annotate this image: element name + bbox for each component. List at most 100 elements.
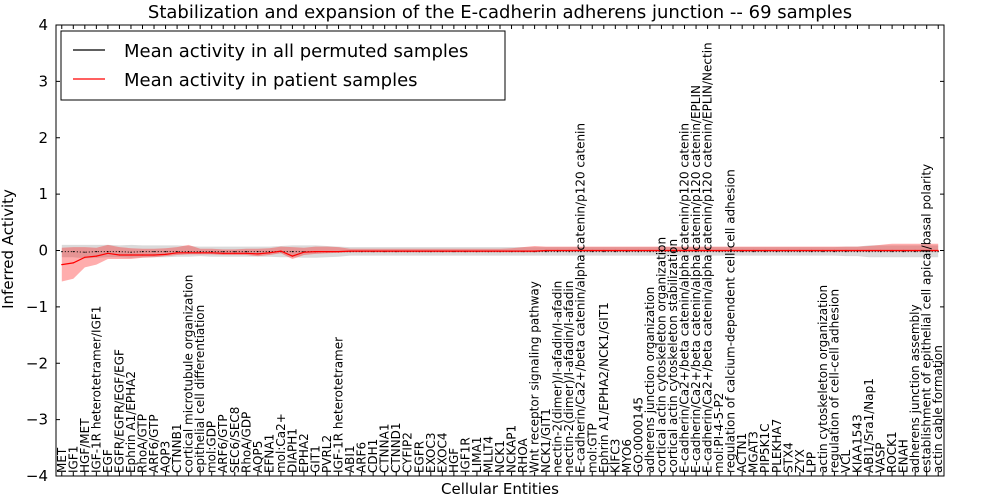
point-series-1 — [522, 250, 524, 252]
point-series-1 — [626, 249, 628, 252]
point-series-1 — [268, 252, 270, 254]
point-series-0 — [95, 251, 97, 253]
y-tick-label: 3 — [38, 72, 48, 90]
point-series-1 — [822, 249, 824, 252]
point-series-0 — [660, 251, 663, 253]
point-series-0 — [153, 251, 155, 253]
x-tick-label: E-cadherin/Ca2+/beta catenin/alpha caten… — [689, 85, 703, 473]
point-series-1 — [833, 249, 836, 252]
point-series-0 — [868, 251, 870, 253]
point-series-0 — [891, 251, 893, 253]
point-series-0 — [637, 251, 640, 253]
point-series-0 — [753, 251, 755, 253]
x-tick-label: E-cadherin/Ca2+/beta catenin/alpha caten… — [574, 123, 588, 473]
point-series-0 — [810, 251, 813, 253]
x-tick-label: LIMA1 — [470, 437, 484, 473]
point-series-1 — [130, 254, 132, 256]
point-series-1 — [880, 249, 882, 252]
point-series-0 — [695, 251, 697, 253]
series-lines — [61, 249, 939, 266]
x-tick-label: cortical actin cytoskeleton stabilizatio… — [666, 239, 680, 473]
point-series-1 — [280, 250, 282, 252]
point-series-1 — [153, 254, 155, 256]
point-series-0 — [176, 251, 178, 253]
x-tick-label: ABI1 — [343, 445, 357, 473]
point-series-1 — [395, 250, 397, 252]
point-series-0 — [211, 251, 213, 253]
point-series-1 — [176, 252, 178, 254]
x-tick-label: ARF6 — [355, 442, 369, 473]
point-series-1 — [337, 251, 340, 253]
x-tick-label: E-cadherin/Ca2+/beta catenin/alpha caten… — [678, 123, 692, 473]
point-series-1 — [361, 250, 363, 252]
x-tick-label: ARF6/GTP — [216, 414, 230, 473]
point-series-0 — [291, 251, 293, 253]
x-tick-label: actin cytoskeleton organization — [816, 285, 830, 473]
x-tick-label: ABI1/Sra1/Nap1 — [862, 378, 876, 473]
point-series-1 — [441, 250, 443, 252]
legend-box — [60, 30, 506, 101]
point-series-0 — [741, 251, 743, 253]
x-tick-label: NCK1/GIT1 — [539, 408, 553, 473]
x-tick-label: KIFC3 — [608, 439, 622, 473]
point-series-1 — [303, 251, 305, 253]
point-series-0 — [591, 251, 593, 253]
x-tick-label: NCKAP1 — [505, 425, 519, 473]
point-series-0 — [683, 251, 686, 253]
point-series-1 — [591, 249, 593, 252]
point-series-0 — [672, 251, 674, 253]
x-tick-label: AQP3 — [159, 441, 173, 473]
point-series-1 — [914, 249, 916, 252]
x-tick-label: ROCK1 — [885, 431, 899, 473]
point-series-1 — [683, 249, 686, 252]
x-tick-label: SEC6/SEC8 — [228, 407, 242, 473]
point-series-1 — [430, 250, 432, 252]
x-tick-label: EXOC4 — [435, 432, 449, 473]
point-series-1 — [245, 252, 247, 254]
point-series-0 — [649, 251, 651, 253]
point-series-1 — [695, 249, 697, 252]
point-series-0 — [926, 251, 928, 253]
x-tick-label: HGF — [447, 448, 461, 473]
point-series-1 — [510, 250, 513, 252]
x-tick-label: nectin-2(dimer)/I-afadin/I-afadin — [551, 281, 565, 473]
x-tick-label: VCL — [839, 449, 853, 473]
point-series-1 — [926, 249, 928, 252]
chart-title: Stabilization and expansion of the E-cad… — [148, 2, 852, 23]
y-tick-label: −3 — [26, 411, 48, 429]
y-tick-label: 4 — [38, 16, 48, 34]
point-series-1 — [326, 251, 328, 253]
x-tick-label: RHOA — [516, 437, 530, 473]
point-series-0 — [614, 251, 616, 253]
point-series-1 — [188, 252, 190, 254]
x-tick-label: nectin-2(dimer)/I-afadin/I-afadin — [562, 281, 576, 473]
x-tick-label: ARF6/GTP — [147, 414, 161, 473]
x-tick-label: mol:GDP — [205, 421, 219, 473]
x-tick-label: cortical microtubule organization — [182, 275, 196, 473]
point-series-1 — [72, 262, 74, 264]
x-tick-label: EPHA2 — [297, 433, 311, 473]
x-tick-label: VASP — [874, 443, 888, 474]
x-tick-label: IGF1 — [66, 446, 80, 473]
point-series-1 — [718, 249, 720, 252]
y-axis-label: Inferred Activity — [0, 189, 17, 309]
x-tick-label: EFNA1 — [262, 434, 276, 473]
x-tick-label: CTNNA1 — [378, 424, 392, 474]
point-series-0 — [118, 251, 120, 253]
point-series-0 — [856, 251, 859, 253]
x-tick-label: cortical actin cytoskeleton organization — [655, 237, 669, 473]
point-series-0 — [130, 251, 132, 253]
point-series-1 — [741, 249, 743, 252]
point-series-1 — [222, 252, 224, 254]
point-series-1 — [453, 250, 455, 252]
point-series-1 — [856, 249, 859, 252]
point-series-1 — [649, 249, 651, 252]
point-series-1 — [165, 253, 167, 255]
x-tick-label: CTNNB1 — [170, 423, 184, 473]
x-tick-label: CTNND1 — [389, 422, 403, 473]
x-tick-label: E-cadherin/Ca2+/beta catenin/alpha caten… — [701, 42, 715, 473]
point-series-1 — [199, 252, 201, 254]
point-series-1 — [776, 249, 778, 252]
